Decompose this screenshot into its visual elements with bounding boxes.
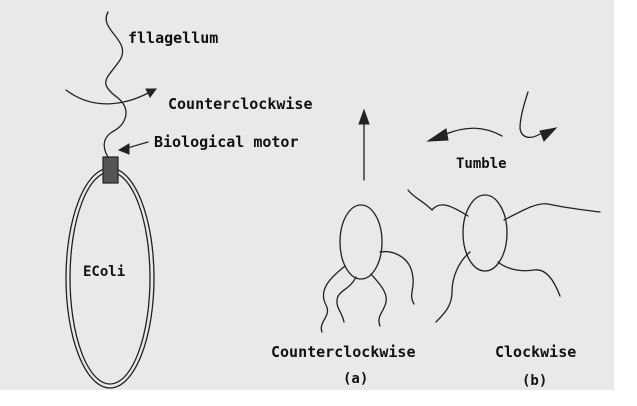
flagellum-label: fllagellum	[128, 31, 218, 46]
bacterium-a-flagellum-4	[380, 252, 414, 304]
bacterium-b-flagellum-3	[498, 262, 560, 296]
bacterium-b-flagellum-1	[408, 190, 468, 216]
biological-motor	[103, 157, 118, 183]
tumble-arrow-right-line	[520, 92, 540, 137]
bacterium-a-flagellum-1	[321, 266, 345, 332]
rotation-arrowhead	[146, 89, 156, 97]
bacterium-b-flagellum-2	[436, 252, 470, 322]
biological-motor-label: Biological motor	[154, 135, 299, 150]
flagellum-line	[104, 12, 126, 160]
tumble-arrowhead-right	[540, 128, 556, 141]
ecoli-label: EColi	[83, 265, 125, 279]
panel-b-label: (b)	[522, 374, 547, 388]
counterclockwise-rotation-label: Counterclockwise	[168, 97, 313, 112]
motor-pointer-arrowhead	[119, 144, 129, 154]
bacterium-a-body	[340, 205, 382, 279]
tumble-label: Tumble	[456, 157, 507, 171]
tumble-arrow-left-line	[446, 128, 502, 136]
bacterium-b-flagellum-4	[504, 204, 600, 220]
rotation-arc	[66, 90, 150, 104]
panel-a-label: (a)	[343, 372, 368, 386]
clockwise-caption: Clockwise	[495, 345, 576, 360]
swim-direction-arrowhead	[359, 110, 369, 124]
bacterium-a-flagellum-3	[371, 274, 386, 326]
counterclockwise-caption: Counterclockwise	[271, 345, 416, 360]
bacterium-a-flagellum-2	[337, 277, 356, 322]
bacterium-b-body	[463, 195, 507, 271]
tumble-arrowhead-left	[428, 129, 448, 141]
